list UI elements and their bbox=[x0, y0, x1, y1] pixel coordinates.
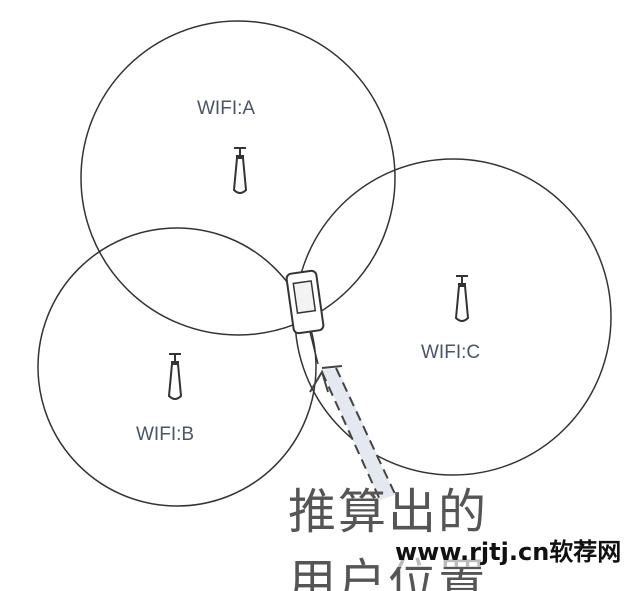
watermark: www.rjtj.cn软荐网 bbox=[395, 532, 622, 567]
pointer-arrow bbox=[309, 365, 396, 501]
antenna-icon-c bbox=[454, 275, 470, 322]
coverage-circle-a bbox=[80, 20, 396, 336]
coverage-circle-c bbox=[294, 158, 612, 476]
ap-label-c: WIFI:C bbox=[421, 342, 481, 363]
ap-label-b: WIFI:B bbox=[136, 424, 195, 445]
ap-label-a: WIFI:A bbox=[197, 98, 256, 119]
phone-icon bbox=[285, 269, 325, 365]
antenna-icon-a bbox=[232, 147, 248, 194]
caption-line-1: 推算出的 bbox=[288, 484, 489, 540]
coverage-circle-b bbox=[37, 227, 317, 507]
antenna-icon-b bbox=[167, 353, 183, 400]
